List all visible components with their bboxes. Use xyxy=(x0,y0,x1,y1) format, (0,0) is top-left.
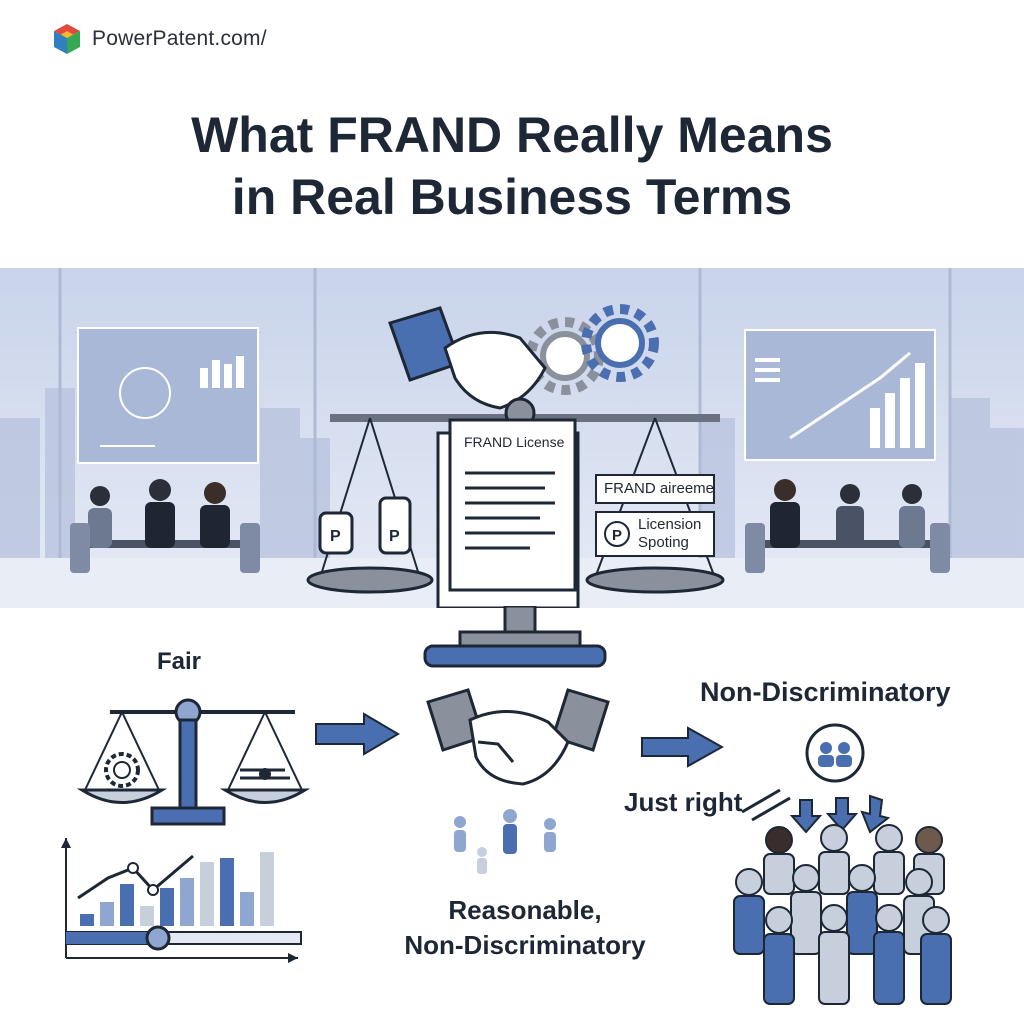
office-banner: P P FRAND License FRAND aireeme P Licens… xyxy=(0,268,1024,608)
document-title: FRAND License xyxy=(464,434,564,450)
cube-logo-icon xyxy=(50,22,84,56)
license-badge: P xyxy=(612,527,622,544)
brand: PowerPatent.com/ xyxy=(50,22,267,56)
left-presentation-screen xyxy=(78,328,258,463)
right-presentation-screen xyxy=(745,330,935,460)
licensing-card-line-2: Spoting xyxy=(638,534,689,551)
bar-chart-icon xyxy=(58,838,308,968)
reasonable-line-2: Non-Discriminatory xyxy=(370,928,680,963)
svg-text:P: P xyxy=(330,528,341,545)
people-figures-icon xyxy=(440,808,570,878)
arrow-right-icon xyxy=(314,712,400,756)
title-line-2: in Real Business Terms xyxy=(0,166,1024,228)
agreement-card-label: FRAND aireeme xyxy=(604,480,714,497)
licensing-card-line-1: Licension xyxy=(638,516,701,533)
scale-pedestal xyxy=(420,606,610,670)
reasonable-line-1: Reasonable, xyxy=(370,893,680,928)
title-line-1: What FRAND Really Means xyxy=(0,104,1024,166)
people-group-icon xyxy=(724,820,959,1010)
non-discriminatory-label: Non-Discriminatory xyxy=(700,677,951,708)
just-right-label: Just right xyxy=(624,787,742,818)
page-title: What FRAND Really Means in Real Business… xyxy=(0,104,1024,228)
arrow-right-icon xyxy=(640,726,724,768)
brand-name: PowerPatent.com/ xyxy=(92,27,267,51)
handshake-icon xyxy=(418,682,618,792)
fair-label: Fair xyxy=(157,648,201,676)
svg-text:P: P xyxy=(389,528,400,545)
reasonable-label: Reasonable, Non-Discriminatory xyxy=(370,893,680,963)
balance-scale-icon xyxy=(70,690,330,830)
